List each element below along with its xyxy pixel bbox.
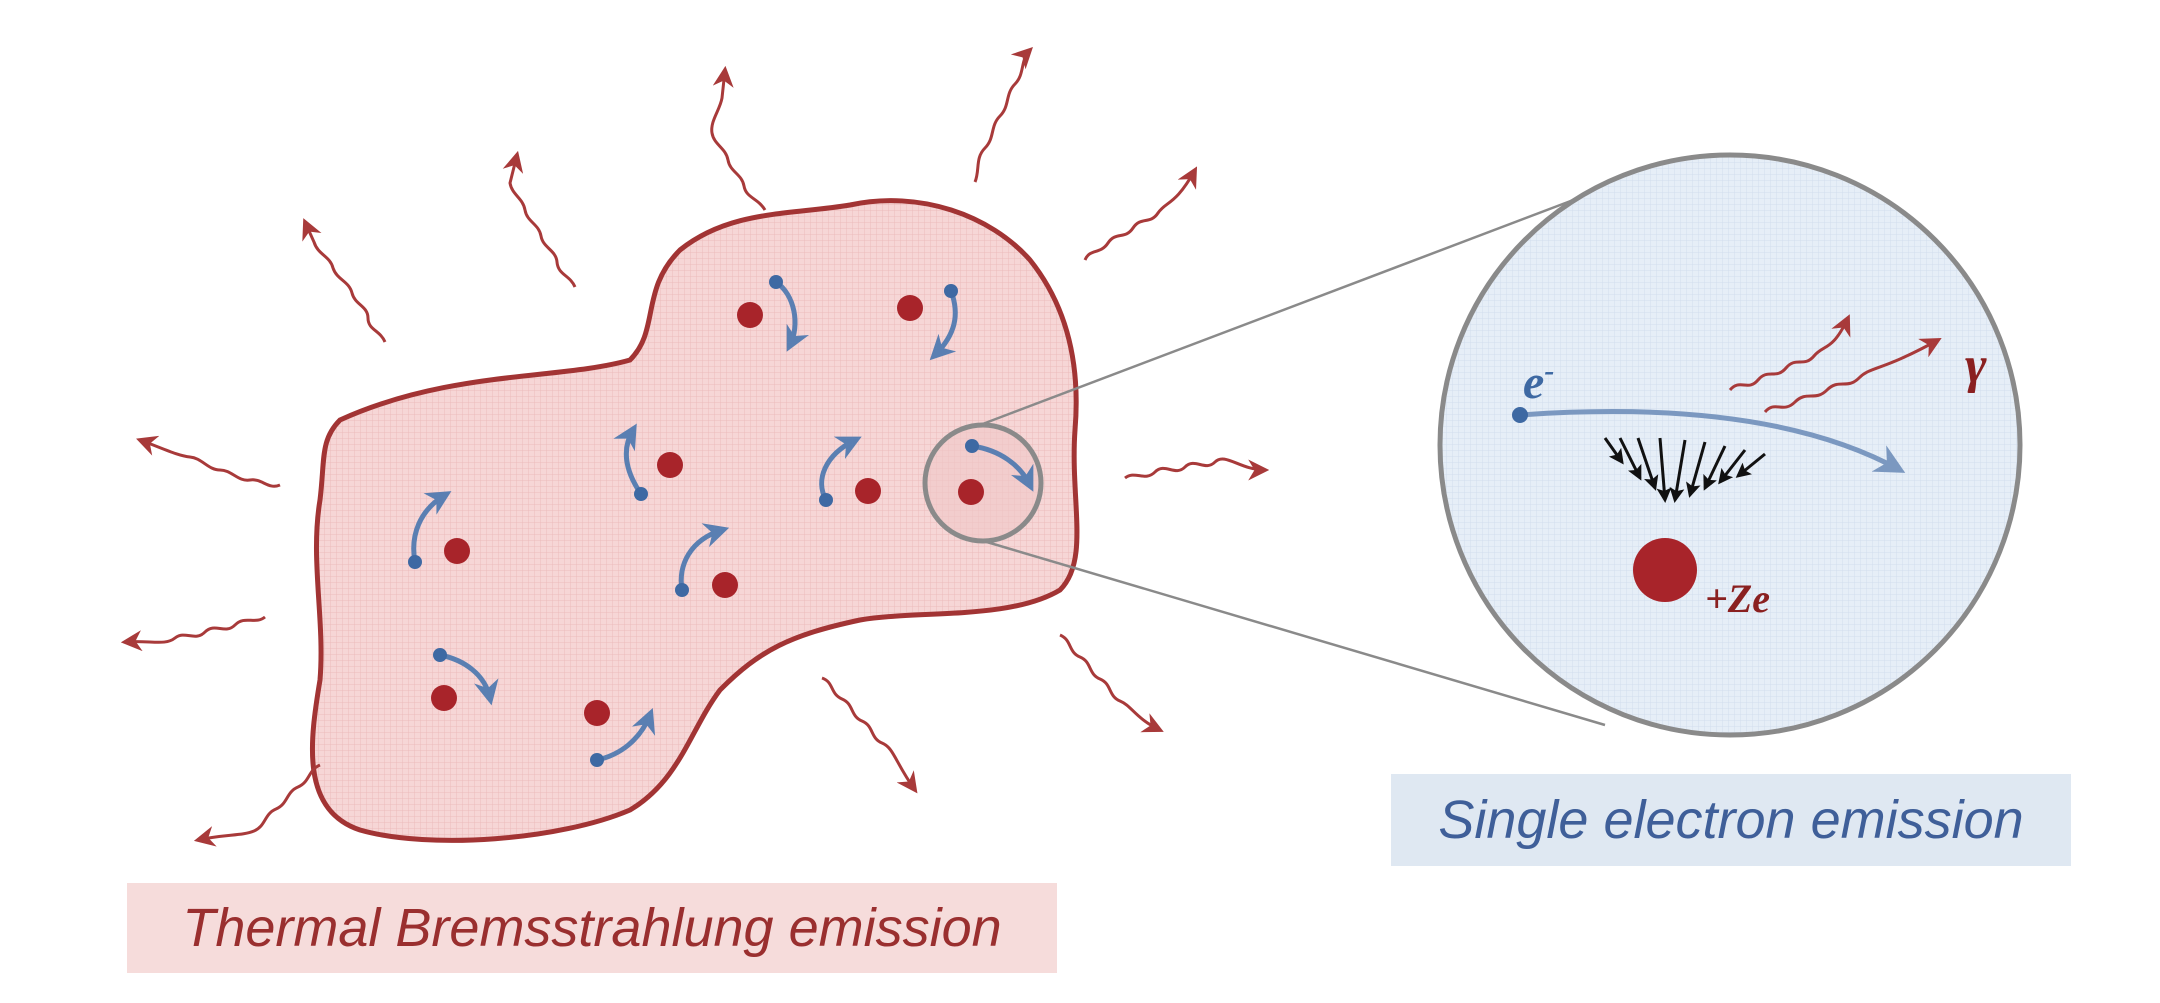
electron bbox=[965, 439, 979, 453]
electron-single bbox=[1512, 407, 1528, 423]
electron bbox=[769, 275, 783, 289]
coulomb-force-arrows bbox=[1603, 437, 1766, 503]
emitted-photons bbox=[120, 47, 1270, 847]
photon-wave-icon bbox=[821, 676, 918, 794]
photon-wave-icon bbox=[502, 150, 577, 288]
electron-with-path bbox=[929, 284, 958, 361]
caption-thermal-bremsstrahlung: Thermal Bremsstrahlung emission bbox=[127, 883, 1057, 973]
photon-wave-icon bbox=[193, 763, 321, 847]
photon-wave-icon bbox=[1763, 337, 1942, 414]
electron-label: e- bbox=[1523, 354, 1554, 409]
zoom-source-circle bbox=[922, 422, 1044, 544]
electron bbox=[433, 648, 447, 662]
electron-trajectory bbox=[1519, 409, 1906, 473]
photon-wave-icon bbox=[1728, 314, 1851, 392]
electrons bbox=[408, 275, 1034, 767]
zoom-line-top bbox=[979, 186, 1606, 427]
electron bbox=[590, 753, 604, 767]
photon-wave-icon bbox=[710, 65, 767, 211]
ion bbox=[737, 302, 763, 328]
zoom-detail-circle bbox=[1437, 152, 2023, 738]
electron-symbol: e bbox=[1523, 356, 1544, 409]
photon-wave-icon bbox=[136, 435, 281, 488]
electron-with-path bbox=[675, 523, 730, 597]
electron bbox=[408, 555, 422, 569]
ions bbox=[431, 295, 984, 726]
ion bbox=[584, 700, 610, 726]
photon-wave-icon bbox=[973, 47, 1033, 183]
electron bbox=[634, 487, 648, 501]
ion bbox=[431, 685, 457, 711]
electron bbox=[819, 493, 833, 507]
photon-wave-icon bbox=[1124, 457, 1270, 481]
electron-with-path bbox=[408, 491, 452, 569]
electron-with-path bbox=[965, 439, 1034, 492]
ion bbox=[897, 295, 923, 321]
electron-charge-superscript: - bbox=[1544, 354, 1554, 387]
photon-wave-icon bbox=[302, 218, 387, 343]
ion bbox=[712, 572, 738, 598]
nucleus-charge-label: +Ze bbox=[1705, 576, 1770, 621]
plasma-region bbox=[309, 198, 1080, 843]
caption-single-electron: Single electron emission bbox=[1391, 774, 2071, 866]
photon-wave-icon bbox=[1083, 166, 1198, 261]
ion bbox=[657, 452, 683, 478]
photon-wave-icon bbox=[1059, 633, 1164, 733]
electron-with-path bbox=[819, 436, 862, 507]
photon-wave-icon bbox=[120, 615, 266, 652]
electron-with-path bbox=[769, 275, 809, 352]
ion bbox=[444, 538, 470, 564]
emitted-photons-zoom bbox=[1728, 314, 1942, 414]
nucleus bbox=[1633, 538, 1697, 602]
ion bbox=[958, 479, 984, 505]
electron-with-path bbox=[590, 708, 656, 767]
ion bbox=[855, 478, 881, 504]
electron bbox=[675, 583, 689, 597]
electron-with-path bbox=[613, 423, 648, 501]
electron-with-path bbox=[433, 648, 499, 706]
photon-label: γ bbox=[1965, 337, 1987, 394]
zoom-line-bottom bbox=[979, 538, 1606, 727]
electron bbox=[944, 284, 958, 298]
